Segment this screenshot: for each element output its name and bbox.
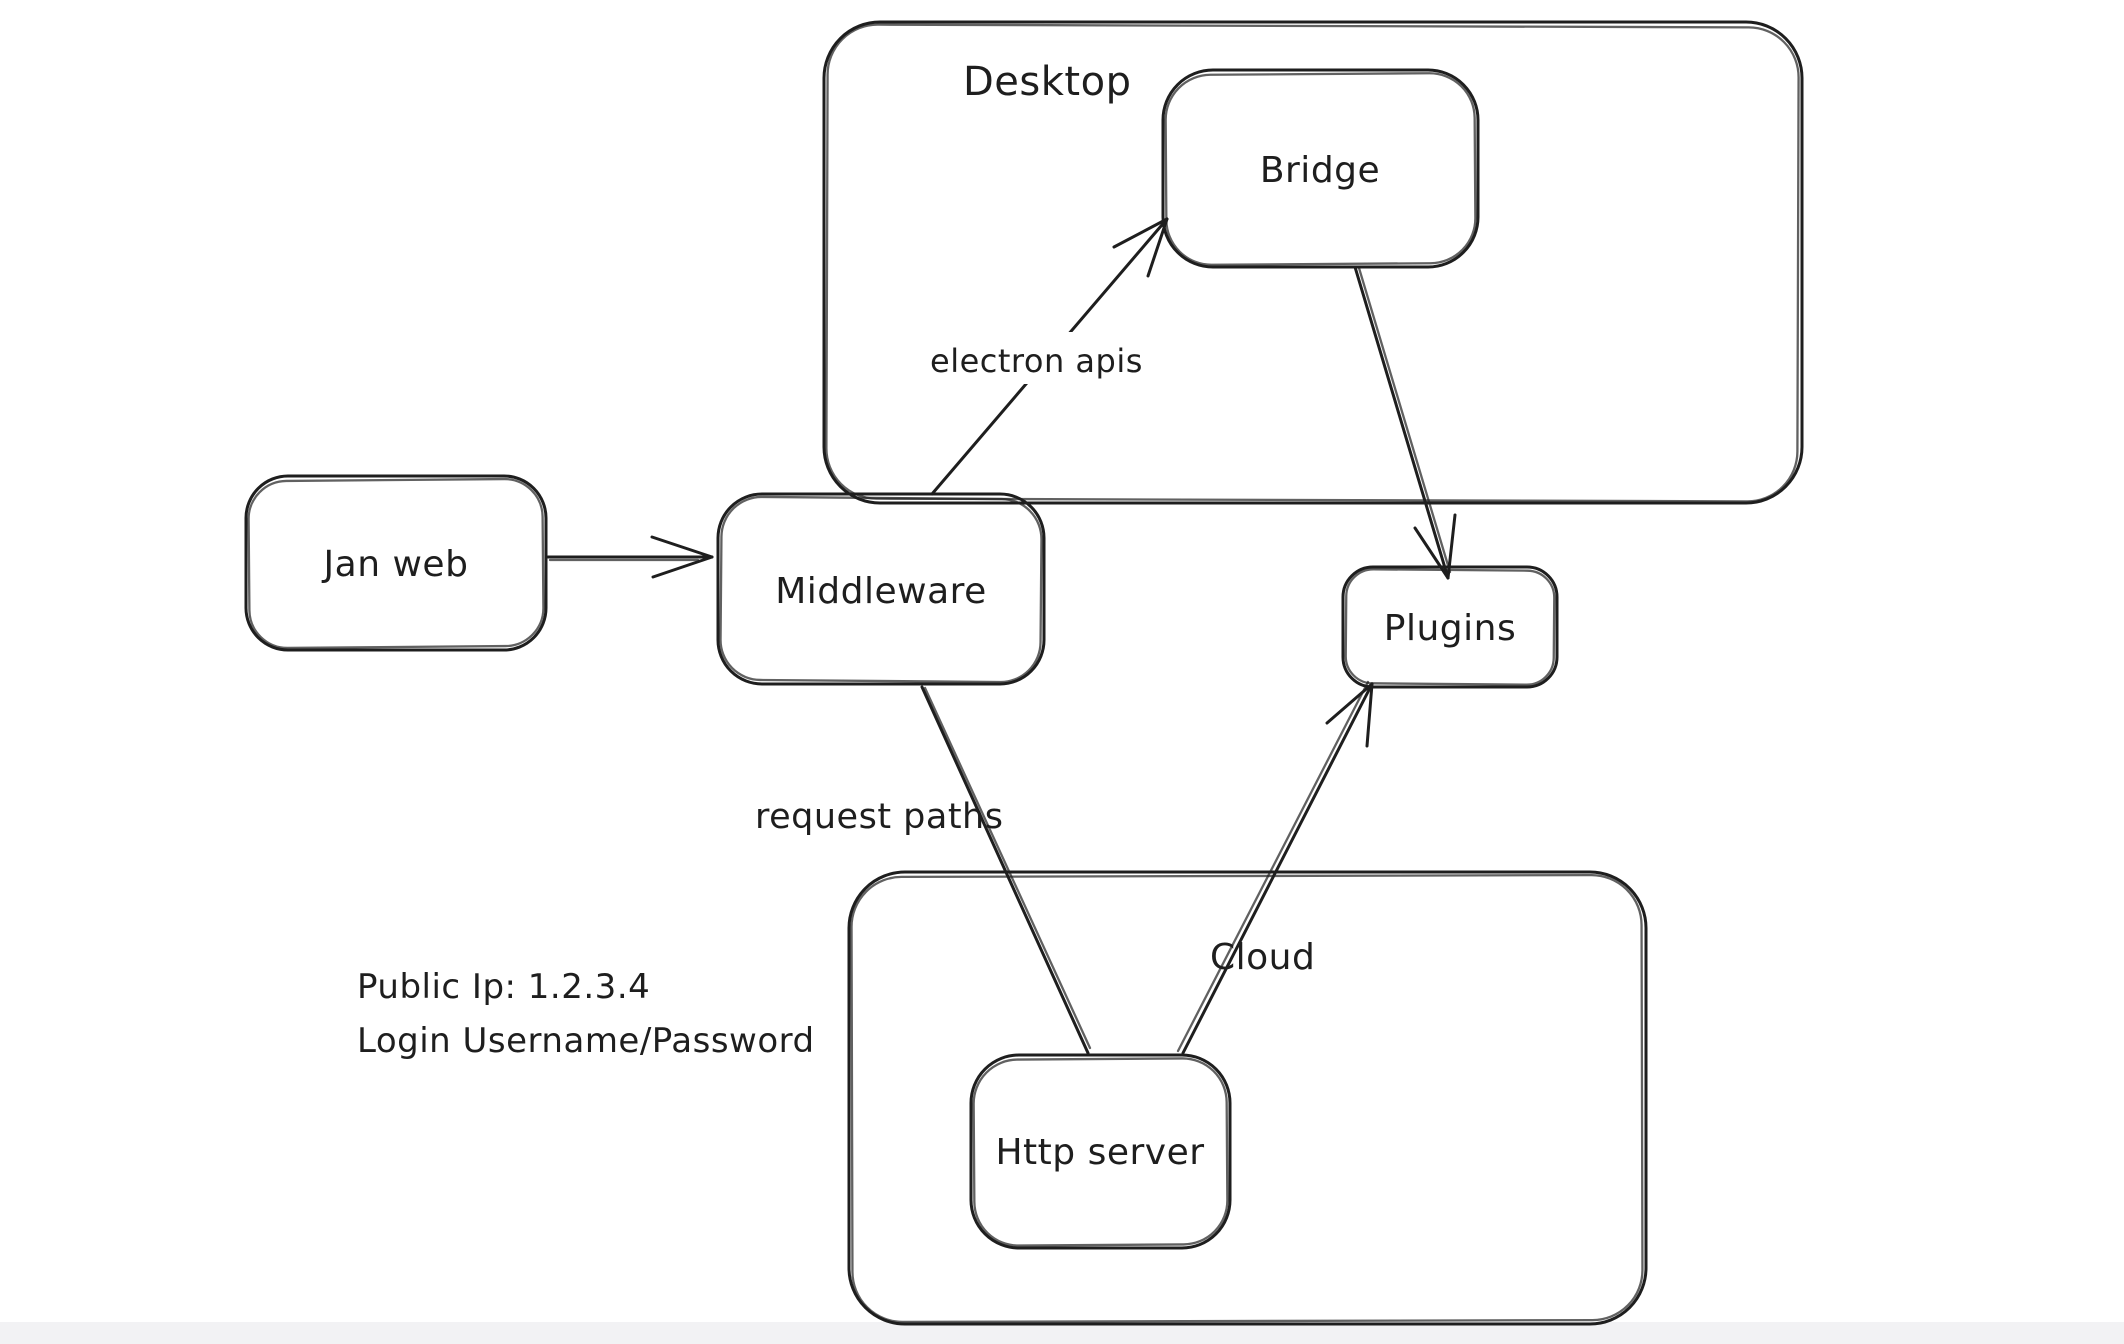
edge-bridge-to-plugins-line-sketch [1357,266,1452,574]
canvas-bottom-edge [0,1322,2124,1344]
cloud-container [847,870,1648,1326]
desktop-container-label: Desktop [963,59,1131,105]
edge-janweb-to-middleware-arrowhead [650,535,714,579]
desktop-container [822,20,1804,505]
edge-httpserver-to-plugins-line [1181,682,1374,1055]
node-bridge-outline-sketch [1164,72,1477,266]
node-http-server-label: Http server [995,1132,1204,1173]
node-http-server [969,1053,1232,1250]
edge-httpserver-to-plugins-line-sketch [1176,680,1370,1053]
edge-bridge-to-plugins-line [1353,265,1450,580]
node-plugins [1341,565,1559,689]
node-http-server-outline-sketch [972,1057,1229,1247]
node-middleware-label: Middleware [775,571,987,612]
desktop-container-outline-sketch [825,23,1800,503]
edge-middleware-to-httpserver [920,685,1092,1055]
cloud-container-outline [847,870,1648,1326]
annotation-public-ip: Public Ip: 1.2.3.4 [357,967,650,1007]
edge-label-electron-apis-background [920,332,1188,384]
edge-label-request-paths: request paths [755,797,1003,837]
node-middleware-outline-sketch [719,495,1043,684]
node-jan-web [244,474,548,652]
cloud-container-label: Cloud [1210,937,1315,978]
edge-httpserver-to-plugins [1176,680,1374,1055]
node-bridge [1161,68,1480,269]
edge-httpserver-to-plugins-arrowhead [1325,682,1374,748]
node-middleware [716,492,1046,686]
edge-middleware-to-httpserver-line-sketch [923,686,1092,1050]
edge-label-electron-apis: electron apis [930,342,1143,380]
node-jan-web-outline-sketch [247,477,545,650]
node-plugins-label: Plugins [1384,608,1516,649]
edge-middleware-to-httpserver-line [920,685,1090,1055]
edge-bridge-to-plugins [1353,265,1457,580]
cloud-container-outline-sketch [850,873,1644,1324]
node-plugins-outline-sketch [1344,568,1556,686]
node-plugins-outline [1341,565,1559,689]
annotation-login: Login Username/Password [357,1021,815,1061]
edge-janweb-to-middleware [546,535,714,579]
node-http-server-outline [969,1053,1232,1250]
node-bridge-label: Bridge [1260,150,1380,191]
node-middleware-outline [716,492,1046,686]
node-jan-web-label: Jan web [322,544,469,585]
node-bridge-outline [1161,68,1480,269]
node-jan-web-outline [244,474,548,652]
desktop-container-outline [822,20,1804,505]
